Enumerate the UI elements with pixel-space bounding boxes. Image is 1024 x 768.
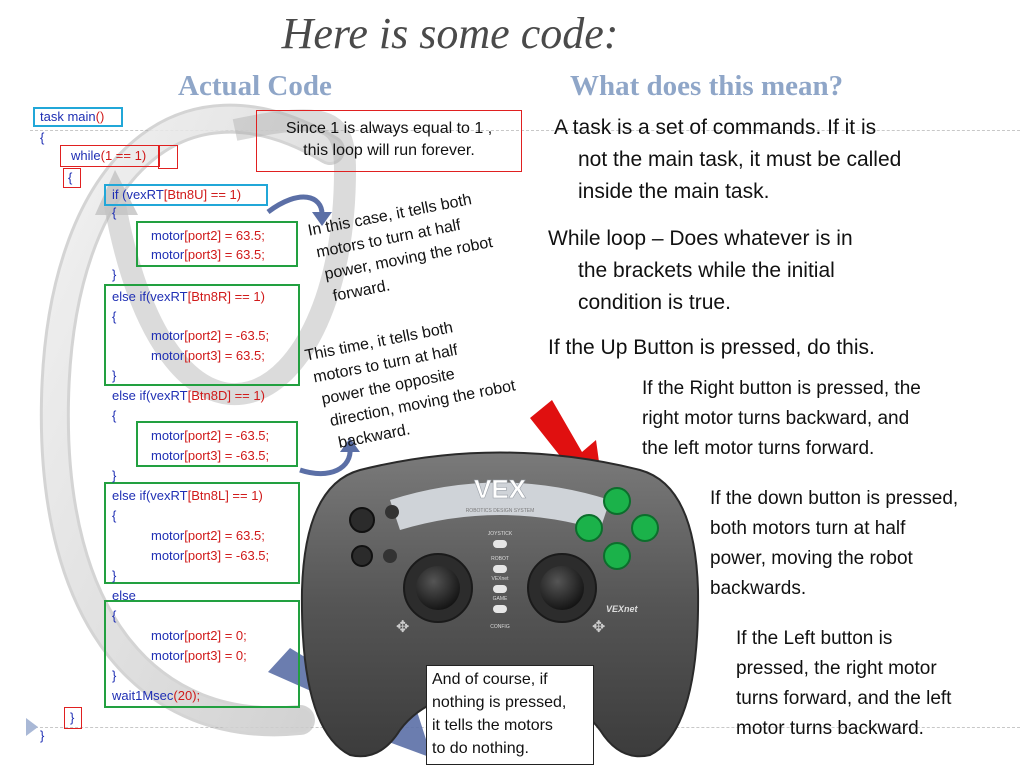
if-up-condition-box — [104, 184, 268, 206]
explain-left: If the Left button is pressed, the right… — [736, 628, 952, 739]
controller-model: VEXnet — [606, 604, 639, 614]
btn8l-icon — [575, 514, 603, 542]
controller-logo: VEX — [474, 474, 527, 504]
task-main-box — [33, 107, 123, 127]
vex-controller-image: VEX ROBOTICS DESIGN SYSTEM JOYSTICK ROBO… — [300, 451, 700, 758]
while-condition-box — [60, 145, 160, 167]
menu-vexnet: VEXnet — [492, 576, 510, 582]
code-line: if (vexRT[Btn8U] == 1) — [112, 187, 242, 202]
code-line: motor[port3] = 63.5; — [151, 348, 265, 363]
svg-text:✥: ✥ — [592, 617, 605, 636]
nothing-note-box — [426, 665, 594, 765]
else-block-box — [104, 600, 300, 708]
if-down-block-box — [136, 421, 298, 467]
guide-triangle-icon — [26, 718, 38, 736]
code-line: motor[port3] = 0; — [151, 648, 247, 663]
code-line: motor[port2] = 63.5; — [151, 228, 265, 243]
code-line: motor[port2] = 63.5; — [151, 528, 265, 543]
explain-down: If the down button is pressed, both moto… — [710, 488, 959, 599]
explain-right: If the Right button is pressed, the righ… — [642, 378, 921, 459]
code-line: { — [112, 205, 117, 220]
slide-title: Here is some code: — [281, 9, 619, 58]
explain-task: A task is a set of commands. If it is no… — [554, 116, 902, 203]
code-line: motor[port2] = -63.5; — [151, 428, 270, 443]
right-column-heading: What does this mean? — [570, 70, 844, 102]
btn8u-icon — [603, 487, 631, 515]
code-line: wait1Msec(20); — [112, 688, 201, 703]
code-line: while(1 == 1) — [71, 148, 147, 163]
code-line: } — [112, 468, 117, 483]
while-open-brace-box — [63, 168, 81, 188]
code-line: else — [112, 588, 136, 603]
btn8d-icon — [603, 542, 631, 570]
curve-arrow-down — [299, 447, 353, 477]
code-line: { — [112, 608, 117, 623]
svg-text:✥: ✥ — [396, 617, 409, 636]
code-line: } — [112, 668, 117, 683]
btn8r-icon — [631, 514, 659, 542]
code-line: } — [40, 728, 45, 743]
menu-robot: ROBOT — [491, 556, 509, 562]
code-line: } — [112, 568, 117, 583]
code-line: motor[port3] = -63.5; — [151, 548, 270, 563]
menu-game: GAME — [493, 596, 508, 602]
code-line: motor[port2] = 0; — [151, 628, 247, 643]
code-line: else if(vexRT[Btn8R] == 1) — [112, 289, 265, 304]
controller-brand: ROBOTICS DESIGN SYSTEM — [466, 508, 535, 514]
code-line: { — [112, 508, 117, 523]
code-line: } — [112, 267, 117, 282]
code-line: { — [68, 170, 73, 185]
curve-arrow-up — [266, 194, 325, 215]
guide-line — [30, 130, 1020, 131]
if-left-block-box — [104, 482, 300, 584]
code-line: motor[port2] = -63.5; — [151, 328, 270, 343]
while-condition-box-end — [158, 145, 178, 169]
code-line: else if(vexRT[Btn8D] == 1) — [112, 388, 265, 403]
code-line: task main() — [40, 109, 105, 124]
if-up-block-box — [136, 221, 298, 267]
menu-joystick: JOYSTICK — [488, 531, 513, 537]
code-line: motor[port3] = 63.5; — [151, 247, 265, 262]
nothing-note: And of course, if nothing is pressed, it… — [432, 671, 567, 757]
code-line: else if(vexRT[Btn8L] == 1) — [112, 488, 263, 503]
while-close-brace-box — [64, 707, 82, 729]
code-line: } — [112, 368, 117, 383]
if-right-block-box — [104, 284, 300, 386]
code-line: motor[port3] = -63.5; — [151, 448, 270, 463]
code-line: { — [112, 408, 117, 423]
forever-note-box — [256, 110, 522, 172]
left-column-heading: Actual Code — [178, 70, 332, 102]
explain-up: If the Up Button is pressed, do this. — [548, 336, 875, 359]
code-line: { — [112, 309, 117, 324]
menu-config: CONFIG — [490, 624, 510, 630]
explain-while: While loop – Does whatever is in the bra… — [548, 227, 853, 314]
forever-note: Since 1 is always equal to 1 , this loop… — [285, 120, 493, 159]
code-line: } — [70, 710, 75, 725]
code-line: { — [40, 130, 45, 145]
